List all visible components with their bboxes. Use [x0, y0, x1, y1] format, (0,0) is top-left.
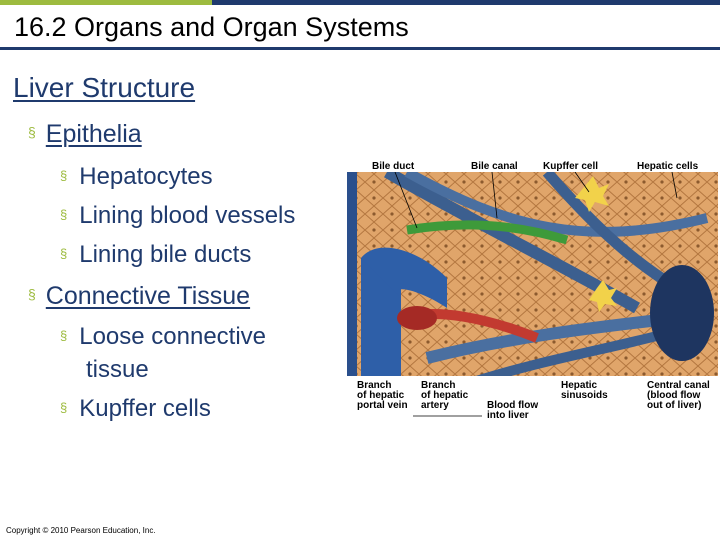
vessel-wall [347, 172, 357, 384]
bullet-kupffer-cells: § Kupffer cells [60, 395, 211, 423]
label-central-canal-2: (blood flow [647, 390, 701, 401]
bullet-marker: § [60, 328, 68, 344]
bullet-label: Lining bile ducts [79, 241, 252, 268]
label-bile-duct: Bile duct [372, 161, 415, 172]
sinusoid-channel [404, 167, 709, 237]
bullet-marker: § [60, 400, 68, 416]
bullet-lining-vessels: § Lining blood vessels [60, 202, 295, 230]
bullet-marker: § [60, 246, 68, 262]
bullet-label: Loose connective [79, 323, 267, 350]
bullet-label: Connective Tissue [45, 282, 251, 310]
bullet-lining-ducts: § Lining bile ducts [60, 241, 251, 269]
label-artery-3: artery [421, 400, 449, 411]
label-blood-flow-in-2: into liver [487, 410, 529, 421]
label-sinusoids-2: sinusoids [561, 390, 608, 401]
bullet-marker: § [60, 168, 68, 184]
label-central-canal-1: Central canal [647, 380, 710, 391]
liver-lobule-illustration: Bile duct Bile canal Kupffer cell Hepati… [347, 158, 718, 424]
copyright-notice: Copyright © 2010 Pearson Education, Inc. [6, 526, 156, 535]
label-portal-vein-1: Branch [357, 380, 391, 391]
bullet-epithelia: § Epithelia [28, 120, 142, 149]
label-portal-vein-3: portal vein [357, 400, 408, 411]
sinusoid-channel [425, 312, 678, 364]
kupffer-cell-shape [575, 176, 609, 212]
label-blood-flow-in-1: Blood flow [487, 400, 538, 411]
bullet-label: Hepatocytes [79, 163, 213, 190]
bullet-label: Kupffer cells [79, 395, 211, 422]
hepatic-artery-opening [397, 306, 437, 330]
bullet-label: Epithelia [45, 120, 142, 148]
label-artery-2: of hepatic [421, 390, 469, 401]
portal-vein-branch-arm [361, 247, 447, 308]
title-divider [0, 47, 720, 50]
bullet-connective-tissue: § Connective Tissue [28, 282, 250, 311]
label-artery-1: Branch [421, 380, 455, 391]
accent-bar-green [0, 0, 212, 5]
bullet-marker: § [60, 207, 68, 223]
bullet-loose-connective-cont: tissue [86, 356, 149, 383]
accent-bar-navy [212, 0, 720, 5]
central-canal [650, 265, 714, 361]
bullet-marker: § [28, 124, 36, 141]
bullet-label: Lining blood vessels [79, 202, 296, 229]
bile-duct [406, 220, 569, 245]
label-central-canal-3: out of liver) [647, 400, 701, 411]
slide-title: 16.2 Organs and Organ Systems [14, 12, 409, 42]
bullet-hepatocytes: § Hepatocytes [60, 163, 213, 191]
kupffer-cell-shape [589, 280, 617, 312]
label-kupffer-cell: Kupffer cell [543, 161, 598, 172]
label-sinusoids-1: Hepatic [561, 380, 598, 391]
label-portal-vein-2: of hepatic [357, 390, 405, 401]
bullet-marker: § [28, 286, 36, 303]
label-hepatic-cells: Hepatic cells [637, 161, 699, 172]
label-bile-canal: Bile canal [471, 161, 518, 172]
slide-subtitle: Liver Structure [13, 72, 196, 103]
sinusoid-channel [542, 168, 680, 293]
bullet-loose-connective: § Loose connective [60, 323, 266, 351]
